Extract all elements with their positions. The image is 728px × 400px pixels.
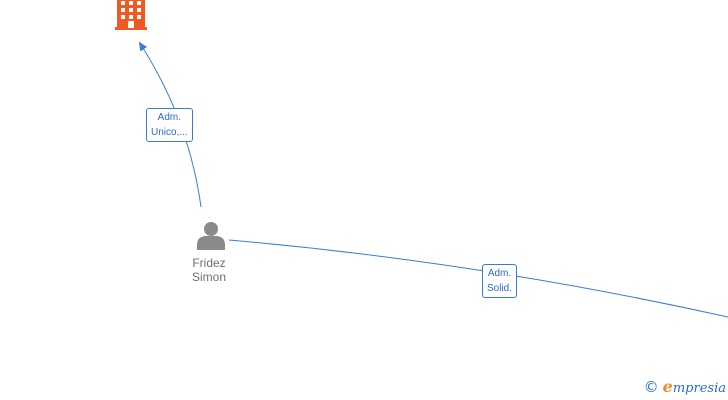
brand-initial: e [662, 377, 673, 396]
edge-label-line: Adm. [157, 112, 182, 123]
building-icon[interactable] [115, 0, 147, 30]
edge-label-line: Unico,... [151, 127, 188, 138]
person-name-line: Fridez [192, 256, 226, 270]
person-name-line: Simon [191, 270, 226, 284]
person-icon[interactable] [197, 222, 225, 250]
copyright-symbol: © [643, 377, 659, 396]
brand-logo: empresia [663, 377, 726, 396]
edge-line-person-to-entity [228, 239, 728, 318]
edge-label-line: Adm. [487, 268, 512, 279]
brand-name: mpresia [672, 381, 726, 396]
edge-label-adm-unico[interactable]: Adm. Unico,... [146, 108, 193, 142]
person-node-label[interactable]: Fridez Simon [169, 256, 249, 284]
empresia-watermark: © empresia [644, 377, 726, 396]
edge-label-adm-solid[interactable]: Adm. Solid. [482, 264, 518, 298]
edge-label-line: Solid. [487, 283, 513, 294]
